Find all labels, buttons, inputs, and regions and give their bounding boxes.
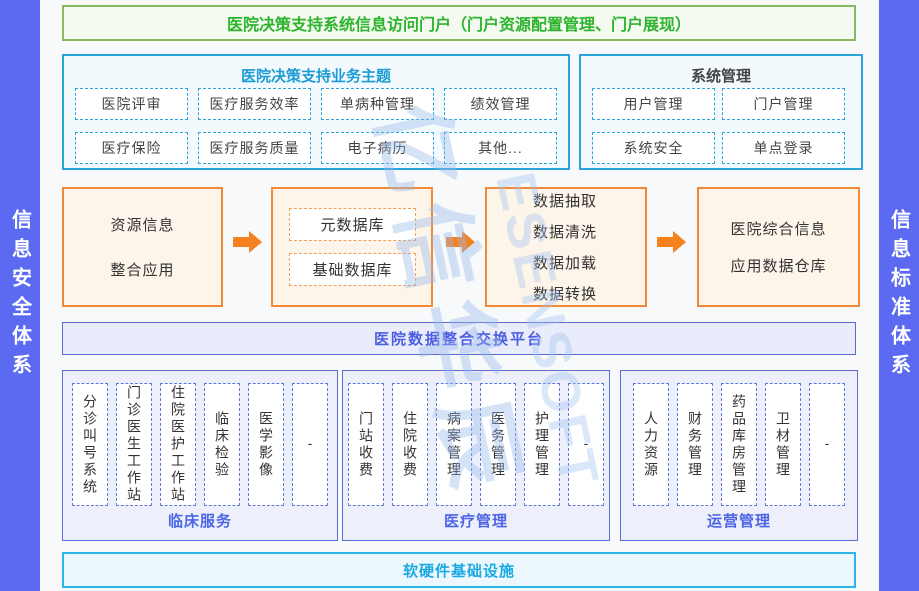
flow-box-data-warehouse: 医院综合信息 应用数据仓库 — [697, 187, 860, 307]
system-mgmt-panel: 系统管理 用户管理 门户管理 系统安全 单点登录 — [579, 54, 863, 170]
infrastructure-bar-title: 软硬件基础设施 — [402, 562, 515, 580]
src-chip-clinical-lab: 临床检验 — [204, 383, 240, 506]
clinical-services-label: 临床服务 — [167, 513, 232, 530]
src-chip-finance-mgmt: 财务管理 — [677, 383, 713, 506]
flow-arrow-icon — [657, 231, 686, 253]
src-chip-placeholder: - — [809, 383, 845, 506]
base-database-chip: 基础数据库 — [289, 253, 416, 286]
system-mgmt-title: 系统管理 — [690, 68, 751, 85]
flow-box-databases: 元数据库 基础数据库 — [271, 187, 433, 307]
platform-bar-title: 医院数据整合交换平台 — [373, 331, 544, 348]
medical-management-label: 医疗管理 — [443, 513, 508, 530]
portal-banner: 医院决策支持系统信息访问门户（门户资源配置管理、门户展现） — [62, 5, 856, 41]
src-chip-medical-imaging: 医学影像 — [248, 383, 284, 506]
portal-banner-title: 医院决策支持系统信息访问门户（门户资源配置管理、门户展现） — [226, 17, 691, 34]
group-clinical-services: 分诊叫号系统 门诊医生工作站 住院医护工作站 临床检验 医学影像 - 临床服务 — [62, 370, 338, 541]
clinical-items-row: 分诊叫号系统 门诊医生工作站 住院医护工作站 临床检验 医学影像 - — [63, 383, 337, 506]
src-chip-human-resources: 人力资源 — [633, 383, 669, 506]
etl-step-extract: 数据抽取 — [533, 193, 598, 210]
right-rail-label: 信息标准体系 — [887, 208, 910, 383]
sys-chip-user-mgmt: 用户管理 — [592, 88, 715, 120]
src-chip-placeholder: - — [292, 383, 328, 506]
resource-line-1: 资源信息 — [110, 217, 175, 234]
sys-chip-security: 系统安全 — [592, 132, 715, 164]
src-chip-triage-queue: 分诊叫号系统 — [72, 383, 108, 506]
flow-arrow-icon — [446, 231, 475, 253]
src-chip-medical-records: 病案管理 — [436, 383, 472, 506]
group-medical-management: 门站收费 住院收费 病案管理 医务管理 护理管理 - 医疗管理 — [342, 370, 610, 541]
sys-chip-portal-mgmt: 门户管理 — [722, 88, 845, 120]
theme-chip-others: 其他... — [444, 132, 557, 164]
etl-step-load: 数据加载 — [533, 255, 598, 272]
flow-box-resource-integration: 资源信息 整合应用 — [62, 187, 223, 307]
etl-step-transform: 数据转换 — [533, 286, 598, 303]
theme-chip-medical-insurance: 医疗保险 — [75, 132, 188, 164]
src-chip-outpatient-billing: 门站收费 — [348, 383, 384, 506]
group-operations-management: 人力资源 财务管理 药品库房管理 卫材管理 - 运营管理 — [620, 370, 858, 541]
src-chip-inpatient-nurse: 住院医护工作站 — [160, 383, 196, 506]
src-chip-nursing-mgmt: 护理管理 — [524, 383, 560, 506]
medical-items-row: 门站收费 住院收费 病案管理 医务管理 护理管理 - — [343, 383, 609, 506]
resource-line-2: 整合应用 — [110, 262, 175, 279]
data-exchange-platform-bar: 医院数据整合交换平台 — [62, 322, 856, 355]
theme-chip-emr: 电子病历 — [321, 132, 434, 164]
theme-chip-service-quality: 医疗服务质量 — [198, 132, 311, 164]
flow-box-etl-process: 数据抽取 数据清洗 数据加载 数据转换 — [485, 187, 647, 307]
sys-chip-sso: 单点登录 — [722, 132, 845, 164]
src-chip-outpatient-doctor: 门诊医生工作站 — [116, 383, 152, 506]
src-chip-inpatient-billing: 住院收费 — [392, 383, 428, 506]
flow-arrow-icon — [233, 231, 262, 253]
src-chip-placeholder: - — [568, 383, 604, 506]
warehouse-line-2: 应用数据仓库 — [730, 258, 827, 275]
right-rail-standard-system: 信息标准体系 — [879, 0, 919, 591]
etl-step-clean: 数据清洗 — [533, 224, 598, 241]
meta-database-chip: 元数据库 — [289, 208, 416, 241]
left-rail-label: 信息安全体系 — [8, 208, 31, 383]
theme-chip-performance: 绩效管理 — [444, 88, 557, 120]
infrastructure-bar: 软硬件基础设施 — [62, 552, 856, 588]
theme-chip-single-disease: 单病种管理 — [321, 88, 434, 120]
left-rail-security-system: 信息安全体系 — [0, 0, 40, 591]
operations-management-label: 运营管理 — [706, 513, 771, 530]
business-themes-panel: 医院决策支持业务主题 医院评审 医疗服务效率 单病种管理 绩效管理 医疗保险 医… — [62, 54, 570, 170]
theme-chip-hospital-review: 医院评审 — [75, 88, 188, 120]
business-themes-title: 医院决策支持业务主题 — [240, 68, 391, 85]
src-chip-medical-affairs: 医务管理 — [480, 383, 516, 506]
theme-chip-service-efficiency: 医疗服务效率 — [198, 88, 311, 120]
src-chip-supplies-mgmt: 卫材管理 — [765, 383, 801, 506]
src-chip-pharmacy-storage: 药品库房管理 — [721, 383, 757, 506]
operations-items-row: 人力资源 财务管理 药品库房管理 卫材管理 - — [621, 383, 857, 506]
warehouse-line-1: 医院综合信息 — [730, 221, 827, 238]
